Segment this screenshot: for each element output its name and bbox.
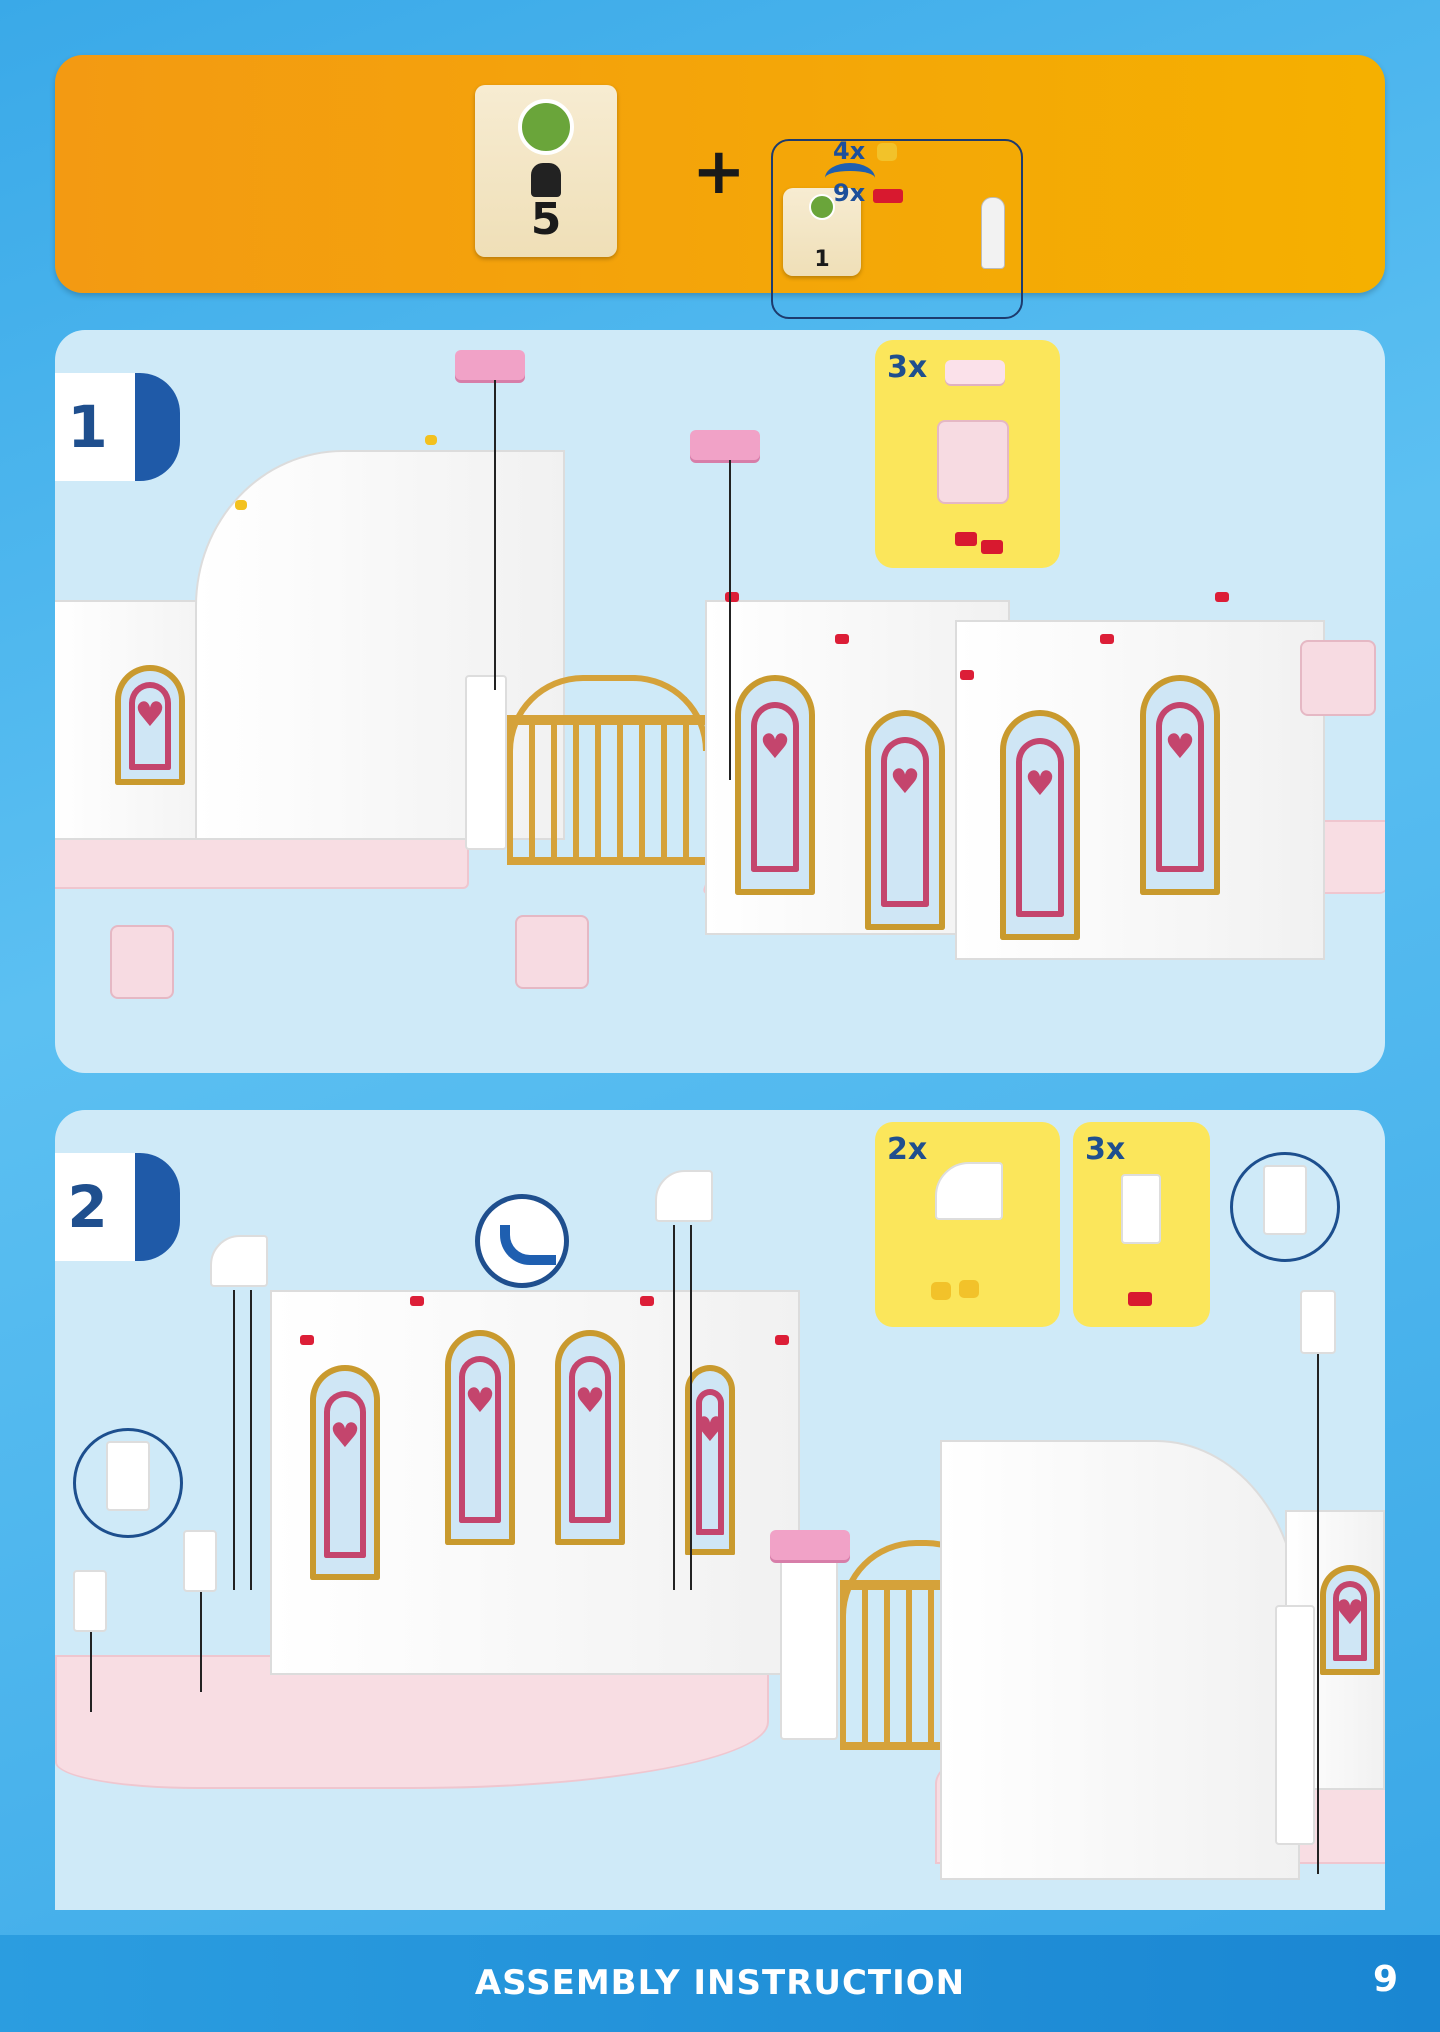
yellow-connector-icon xyxy=(931,1282,951,1300)
plus-sign: + xyxy=(692,135,746,209)
red-stud xyxy=(835,634,849,644)
gate-pillar xyxy=(780,1550,838,1740)
red-stud xyxy=(1215,592,1229,602)
pillar xyxy=(1263,1165,1307,1235)
pillar xyxy=(183,1530,217,1592)
placement-line xyxy=(1317,1354,1319,1874)
placement-line xyxy=(673,1225,675,1590)
red-stud xyxy=(775,1335,789,1345)
red-peg-icon xyxy=(955,532,977,546)
playmobil-figure-icon xyxy=(531,163,561,197)
placement-line xyxy=(729,460,731,780)
part-qty: 4x xyxy=(833,137,866,165)
bracket-piece xyxy=(210,1235,268,1287)
bracket-piece xyxy=(655,1170,713,1222)
yellow-connector-icon xyxy=(877,143,897,161)
heart-window: ♥ xyxy=(1140,675,1220,895)
heart-window: ♥ xyxy=(735,675,815,895)
part-qty: 9x xyxy=(833,179,866,207)
placement-line xyxy=(250,1290,252,1590)
floor-plate xyxy=(55,1655,769,1789)
heart-window: ♥ xyxy=(865,710,945,930)
recycle-seal-icon xyxy=(518,99,574,155)
red-stud xyxy=(300,1335,314,1345)
curved-wall xyxy=(940,1440,1300,1880)
pink-pillar-base xyxy=(515,915,589,989)
parts-bag-1: 1 xyxy=(783,188,861,276)
heart-window: ♥ xyxy=(555,1330,625,1545)
part-count-box: 2x xyxy=(875,1122,1060,1327)
pink-cap xyxy=(690,430,760,460)
step-1-panel: ♥ ♥ ♥ ♥ ♥ 1 3x xyxy=(55,330,1385,1073)
bag-number: 5 xyxy=(530,194,562,245)
pink-cap xyxy=(770,1530,850,1560)
part-count: 2x xyxy=(887,1132,928,1167)
pillar xyxy=(73,1570,107,1632)
rotate-icon xyxy=(475,1194,569,1288)
detail-callout xyxy=(1230,1152,1340,1262)
placement-line xyxy=(200,1592,202,1692)
part-count: 3x xyxy=(1085,1132,1126,1167)
recycle-seal-icon xyxy=(809,194,835,220)
part-count-box: 3x xyxy=(875,340,1060,568)
placement-line xyxy=(494,380,496,690)
red-peg-icon xyxy=(981,540,1003,554)
red-stud xyxy=(640,1296,654,1306)
heart-window: ♥ xyxy=(310,1365,380,1580)
footer-title: ASSEMBLY INSTRUCTION xyxy=(474,1963,966,2003)
pillar xyxy=(1300,1290,1336,1354)
yellow-connector-icon xyxy=(959,1280,979,1298)
detail-callout xyxy=(73,1428,183,1538)
step-number: 2 xyxy=(67,1173,108,1241)
pillar xyxy=(1275,1605,1315,1845)
pink-cap xyxy=(945,360,1005,384)
red-stud xyxy=(1100,634,1114,644)
red-stud xyxy=(410,1296,424,1306)
parts-bag-banner: 5 + 1 4x 9x xyxy=(55,55,1385,319)
placement-line xyxy=(233,1290,235,1590)
red-peg-icon xyxy=(873,189,903,203)
gate-pillar xyxy=(465,675,507,850)
yellow-stud xyxy=(235,500,247,510)
heart-window: ♥ xyxy=(115,665,185,785)
pillar xyxy=(106,1441,150,1511)
bracket-piece xyxy=(935,1162,1003,1220)
pink-pillar-base xyxy=(1300,640,1376,716)
curved-arrow-icon xyxy=(825,163,875,193)
heart-window: ♥ xyxy=(1320,1565,1380,1675)
footer-bar: ASSEMBLY INSTRUCTION 9 xyxy=(0,1935,1440,2032)
yellow-stud xyxy=(425,435,437,445)
heart-window: ♥ xyxy=(1000,710,1080,940)
placement-line xyxy=(690,1225,692,1590)
assembly-tool-icon xyxy=(981,197,1005,269)
floor-plate xyxy=(55,835,469,889)
step-2-panel: ♥ ♥ ♥ ♥ ♥ 2 2x 3x xyxy=(55,1110,1385,1910)
heart-window: ♥ xyxy=(445,1330,515,1545)
bag-number: 1 xyxy=(814,247,830,272)
page-number: 9 xyxy=(1372,1959,1398,2000)
pillar xyxy=(1121,1174,1161,1244)
step-number-badge: 1 xyxy=(55,373,180,481)
parts-bag-5: 5 xyxy=(475,85,617,257)
step-number: 1 xyxy=(67,393,108,461)
part-count-box: 3x xyxy=(1073,1122,1210,1327)
pink-cap xyxy=(455,350,525,380)
red-stud xyxy=(725,592,739,602)
pink-pillar-base xyxy=(937,420,1009,504)
red-peg-icon xyxy=(1128,1292,1152,1306)
part-count: 3x xyxy=(887,350,928,385)
heart-window: ♥ xyxy=(685,1365,735,1555)
red-stud xyxy=(960,670,974,680)
placement-line xyxy=(90,1632,92,1712)
extra-parts-box xyxy=(771,139,1023,319)
pink-pillar-base xyxy=(110,925,174,999)
step-number-badge: 2 xyxy=(55,1153,180,1261)
